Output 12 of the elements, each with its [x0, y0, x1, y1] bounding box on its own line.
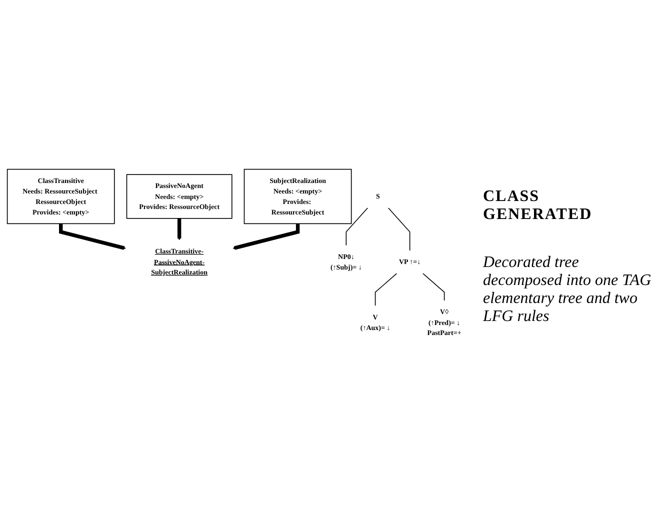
- node-box: [126, 174, 232, 219]
- node-box: [6, 169, 115, 224]
- node-box: [244, 169, 352, 224]
- arrow: [177, 218, 182, 240]
- connector: [346, 208, 368, 246]
- arrow: [59, 224, 126, 250]
- connector: [388, 208, 410, 252]
- connector: [374, 273, 398, 306]
- arrow: [232, 224, 300, 250]
- connector: [422, 273, 445, 302]
- label-text: CLASS GENERATED: [483, 188, 594, 224]
- note-text: Decorated tree decomposed into one TAG elementary tree and two LFG rules: [483, 254, 652, 326]
